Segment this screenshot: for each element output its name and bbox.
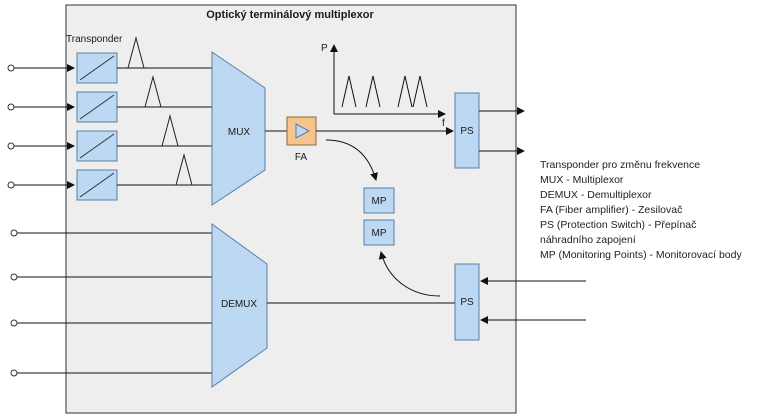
legend-item: MUX - Multiplexor xyxy=(540,174,624,186)
demux-label: DEMUX xyxy=(221,299,257,310)
transponder-diagonals xyxy=(79,55,115,198)
legend-item: MP (Monitoring Points) - Monitorovací bo… xyxy=(540,249,742,261)
legend-item: DEMUX - Demultiplexor xyxy=(540,189,652,201)
ps-lower-block xyxy=(454,263,480,341)
ps-lower-inputs xyxy=(480,277,586,324)
monitor-tap-curve-top xyxy=(325,139,378,181)
legend-item: PS (Protection Switch) - Přepínač xyxy=(540,219,697,231)
mux-block xyxy=(211,51,266,206)
spectrum-plot xyxy=(330,44,446,118)
mp-block-2 xyxy=(363,219,395,246)
ps-upper-label: PS xyxy=(460,126,474,137)
legend-item: FA (Fiber amplifier) - Zesilovač xyxy=(540,204,683,216)
spectrum-p-label: P xyxy=(321,43,328,54)
input-ports xyxy=(7,64,15,189)
ps-upper-block xyxy=(454,92,480,169)
mp-label-1: MP xyxy=(372,196,387,207)
output-ports xyxy=(10,229,18,377)
legend-item: Transponder pro změnu frekvence xyxy=(540,159,701,171)
ps-upper-outputs xyxy=(479,107,525,155)
output-lines xyxy=(17,232,212,374)
ps-lower-label: PS xyxy=(460,297,474,308)
fa-label: FA xyxy=(295,152,308,163)
mux-label: MUX xyxy=(228,127,251,138)
mp-block-1 xyxy=(363,187,395,214)
mux-input-lines xyxy=(117,67,212,186)
otm-panel xyxy=(65,4,517,414)
input-lines xyxy=(14,64,75,189)
wavelength-peaks xyxy=(127,36,193,186)
legend-item: náhradního zapojení xyxy=(540,234,636,246)
mp-label-2: MP xyxy=(372,228,387,239)
transponder-label: Transponder xyxy=(66,34,123,45)
spectrum-f-label: f xyxy=(442,118,445,129)
demux-block xyxy=(211,223,268,388)
panel-title: Optický terminálový multiplexor xyxy=(206,9,374,21)
monitor-tap-curve-bottom xyxy=(378,251,441,297)
amplifier-triangle-icon xyxy=(295,123,311,139)
